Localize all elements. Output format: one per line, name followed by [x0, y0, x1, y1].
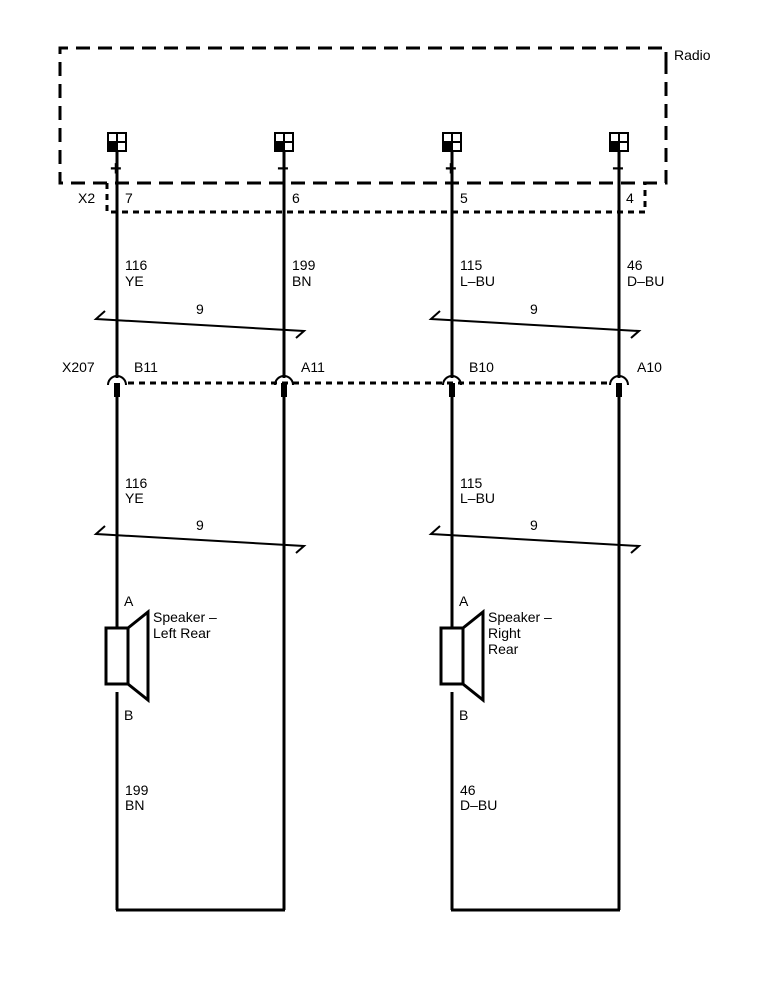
x207-terminal-4	[609, 375, 629, 397]
x2-pin-3: 5	[460, 190, 468, 206]
lower-left-circuit: 116	[125, 475, 148, 491]
speaker-right-name-3: Rear	[488, 641, 519, 657]
wire-1-color: YE	[125, 273, 144, 289]
wire-3-color: L–BU	[460, 273, 495, 289]
lower-right-color: L–BU	[460, 490, 495, 506]
bottom-right-circuit: 46	[460, 782, 476, 798]
bottom-left-color: BN	[125, 797, 144, 813]
speaker-right-name-1: Speaker –	[488, 609, 552, 625]
terminal-symbol-4	[609, 132, 629, 152]
wire-4-color: D–BU	[627, 273, 664, 289]
x207-terminal-2	[274, 375, 294, 397]
bottom-left-circuit: 199	[125, 782, 149, 798]
radio-module-label: Radio	[674, 47, 711, 63]
x2-pin-1: 7	[125, 190, 133, 206]
wire-4-circuit: 46	[627, 257, 643, 273]
wire-3-circuit: 115	[460, 257, 483, 273]
terminal-symbol-2	[274, 132, 294, 152]
speaker-right-pin-b: B	[459, 707, 468, 723]
speaker-left-name-1: Speaker –	[153, 609, 217, 625]
twist-label-lower-left: 9	[196, 517, 204, 533]
wire-2-color: BN	[292, 273, 311, 289]
x2-connector-box	[105, 183, 647, 214]
x2-pin-4: 4	[626, 190, 634, 206]
lower-right-circuit: 115	[460, 475, 483, 491]
x207-terminal-3	[442, 375, 462, 397]
x2-connector-label: X2	[78, 190, 95, 206]
twist-marker-upper-left	[93, 310, 307, 339]
lower-left-color: YE	[125, 490, 144, 506]
twist-label-upper-left: 9	[196, 301, 204, 317]
terminal-symbol-3	[442, 132, 462, 152]
x207-connector-label: X207	[62, 359, 95, 375]
speaker-left-rear-icon	[104, 608, 150, 704]
speaker-left-pin-a: A	[124, 593, 134, 609]
speaker-right-pin-a: A	[459, 593, 469, 609]
twist-marker-lower-left	[93, 525, 307, 554]
speaker-left-name-2: Left Rear	[153, 625, 211, 641]
speaker-right-name-2: Right	[488, 625, 521, 641]
x207-pin-4: A10	[637, 359, 662, 375]
wire-2-circuit: 199	[292, 257, 316, 273]
x207-terminal-1	[107, 375, 127, 397]
twist-marker-upper-right	[428, 310, 642, 339]
x2-pin-2: 6	[292, 190, 300, 206]
speaker-right-rear-icon	[439, 608, 485, 704]
twist-label-lower-right: 9	[530, 517, 538, 533]
twist-label-upper-right: 9	[530, 301, 538, 317]
wire-1-circuit: 116	[125, 257, 148, 273]
speaker-left-pin-b: B	[124, 707, 133, 723]
x207-pin-3: B10	[469, 359, 494, 375]
bottom-right-color: D–BU	[460, 797, 497, 813]
radio-module-boundary	[58, 46, 668, 185]
terminal-symbol-1	[107, 132, 127, 152]
twist-marker-lower-right	[428, 525, 642, 554]
x207-pin-1: B11	[134, 359, 158, 375]
x207-pin-2: A11	[301, 359, 325, 375]
